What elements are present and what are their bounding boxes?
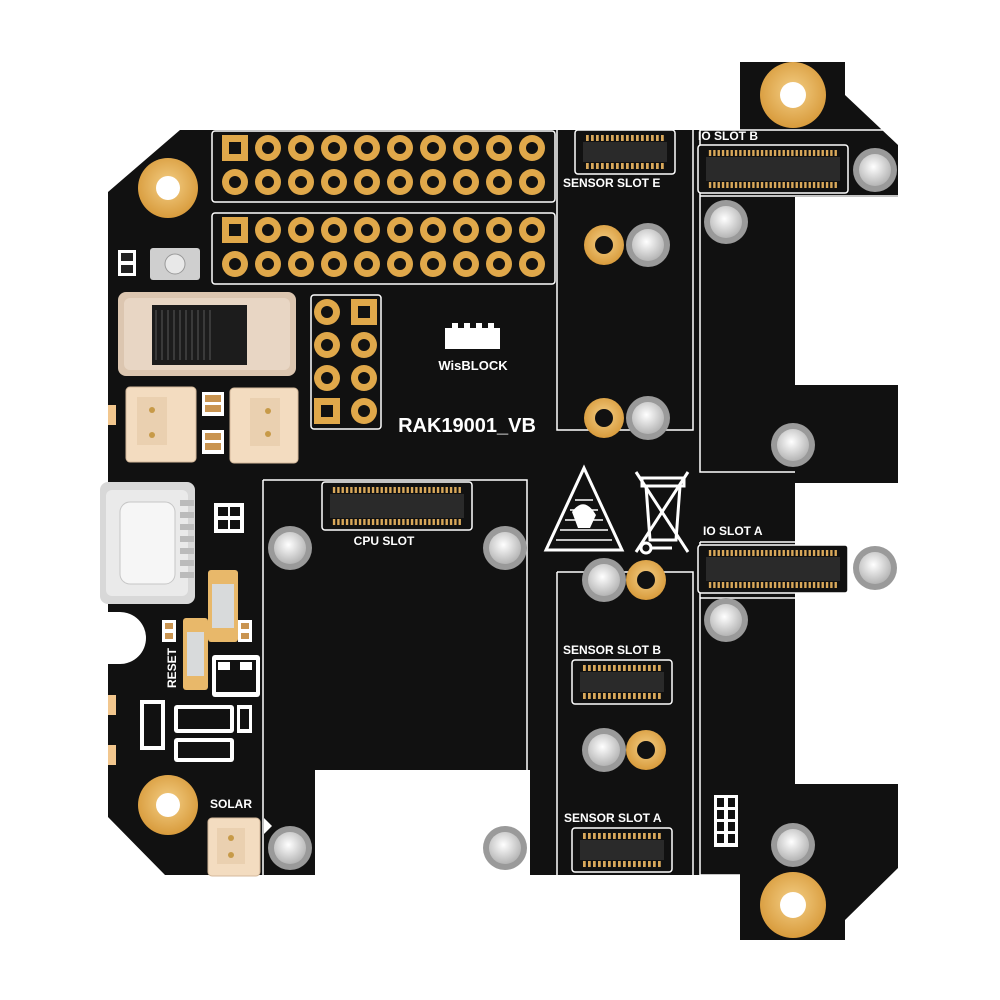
sensor-slot-e-outline bbox=[556, 130, 694, 431]
jst-connector-2[interactable] bbox=[229, 387, 299, 464]
header-block-3[interactable] bbox=[310, 294, 382, 430]
usb-c-port[interactable] bbox=[100, 482, 195, 604]
silver-standoffs bbox=[268, 148, 897, 870]
edge-led-1 bbox=[108, 405, 116, 425]
sensor-slot-e-label: SENSOR SLOT E bbox=[563, 176, 660, 190]
sensor-slot-a-connector[interactable] bbox=[571, 827, 673, 873]
slot-outlines bbox=[262, 129, 898, 876]
smd-components-usb bbox=[140, 503, 260, 762]
sensor-slot-e-connector[interactable] bbox=[574, 129, 676, 175]
reset-label: RESET bbox=[165, 647, 179, 688]
io-slot-a-outline bbox=[699, 541, 898, 876]
edge-led-2 bbox=[108, 695, 116, 715]
board-name-label: RAK19001_VB bbox=[398, 415, 536, 437]
io-slot-a-connector[interactable] bbox=[697, 544, 849, 594]
sensor-slot-b-label: SENSOR SLOT B bbox=[563, 643, 661, 657]
wisblock-logo: WisBLOCK bbox=[438, 323, 508, 373]
io-slot-b-outline bbox=[699, 129, 898, 473]
wisblock-logo-text: WisBLOCK bbox=[438, 358, 508, 373]
gold-standoffs bbox=[584, 225, 666, 770]
pcb-cutout-upper bbox=[795, 197, 898, 385]
smd-components-middle bbox=[202, 392, 224, 454]
tactile-button[interactable] bbox=[150, 248, 200, 280]
io-slot-b-connector[interactable] bbox=[697, 144, 849, 194]
solar-label: SOLAR bbox=[210, 797, 252, 811]
esd-warning-icon bbox=[543, 464, 625, 552]
cpu-slot-connector[interactable] bbox=[321, 481, 473, 531]
pcb-cutout-lower bbox=[795, 601, 898, 784]
smd-led-top bbox=[118, 250, 136, 276]
cpu-slot-label: CPU SLOT bbox=[354, 534, 415, 548]
mounting-holes bbox=[138, 62, 826, 938]
sensor-slot-a-label: SENSOR SLOT A bbox=[564, 811, 662, 825]
solar-jst-connector[interactable] bbox=[207, 817, 272, 877]
header-block-2[interactable] bbox=[211, 212, 556, 285]
pcb-edge-notch bbox=[108, 612, 146, 664]
cpu-slot-outline bbox=[262, 479, 528, 875]
edge-led-3 bbox=[108, 745, 116, 765]
io-slot-b-label: IO SLOT B bbox=[698, 129, 758, 143]
header-block-1[interactable] bbox=[211, 130, 556, 203]
io-slot-a-label: IO SLOT A bbox=[703, 524, 763, 538]
weee-recycle-bin-icon bbox=[634, 471, 690, 555]
battery-jst-connector[interactable] bbox=[125, 386, 197, 463]
small-pin-block bbox=[714, 795, 738, 847]
sensor-slot-b-connector[interactable] bbox=[571, 659, 673, 705]
power-slide-switch[interactable] bbox=[118, 292, 296, 376]
